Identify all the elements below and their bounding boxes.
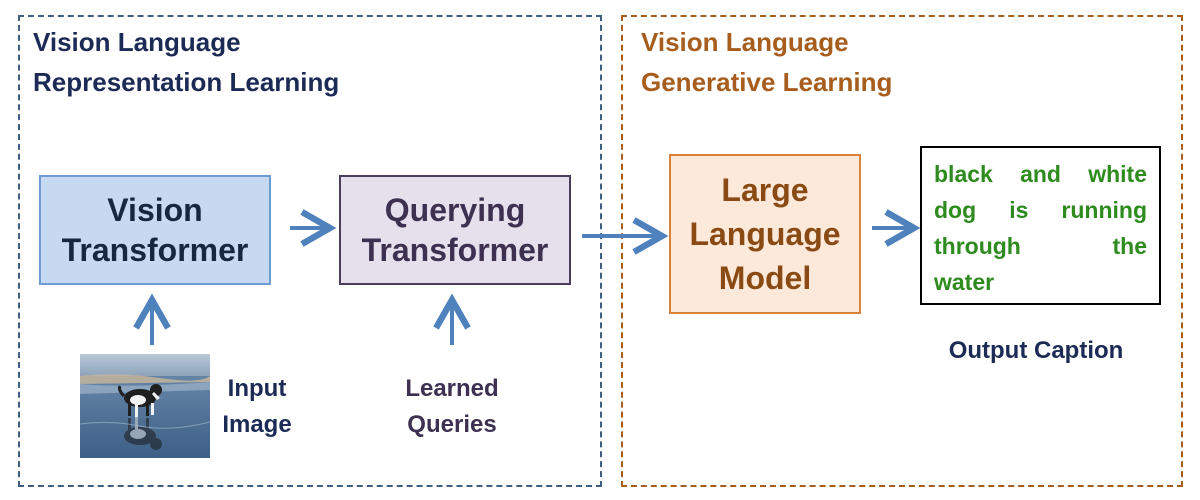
caption-line: water [934,264,1147,300]
llm-line3: Model [718,260,812,296]
input-image-label: Input Image [212,371,302,443]
caption-word: through [934,233,1021,259]
caption-line: dog is running [934,192,1147,228]
representation-learning-region [18,15,602,487]
caption-word: running [1061,197,1147,223]
output-caption-label: Output Caption [948,337,1124,364]
input-image-label-line1: Input [227,375,287,402]
querying-transformer-line1: Querying [384,192,526,228]
output-caption-box: black and white dog is running through t… [920,146,1161,305]
caption-word: dog [934,197,977,223]
representation-learning-title-line2: Representation Learning [33,67,340,97]
representation-learning-title-line1: Vision Language [33,27,241,57]
caption-word: and [1020,161,1061,187]
vision-transformer-box: Vision Transformer [39,175,271,285]
vision-transformer-line1: Vision [107,192,203,228]
representation-learning-title: Vision Language Representation Learning [33,22,339,102]
caption-word: water [934,269,995,295]
generative-learning-region [621,15,1183,487]
llm-line1: Large [721,172,809,208]
caption-word: the [1112,233,1148,259]
querying-transformer-line2: Transformer [361,232,549,268]
learned-queries-label-line1: Learned [405,375,499,402]
dog-photo-icon [80,354,210,458]
caption-line: black and white [934,156,1147,192]
caption-word: is [1009,197,1029,223]
large-language-model-box: Large Language Model [669,154,861,314]
llm-line2: Language [689,216,841,252]
input-image-label-line2: Image [222,411,292,438]
caption-line: through the [934,228,1147,264]
generative-learning-title: Vision Language Generative Learning [641,22,892,102]
caption-word: black [934,161,993,187]
learned-queries-label: Learned Queries [390,371,514,443]
querying-transformer-box: Querying Transformer [339,175,571,285]
caption-word: white [1088,161,1147,187]
generative-learning-title-line2: Generative Learning [641,67,893,97]
generative-learning-title-line1: Vision Language [641,27,849,57]
vision-transformer-line2: Transformer [61,232,249,268]
learned-queries-label-line2: Queries [407,411,497,438]
